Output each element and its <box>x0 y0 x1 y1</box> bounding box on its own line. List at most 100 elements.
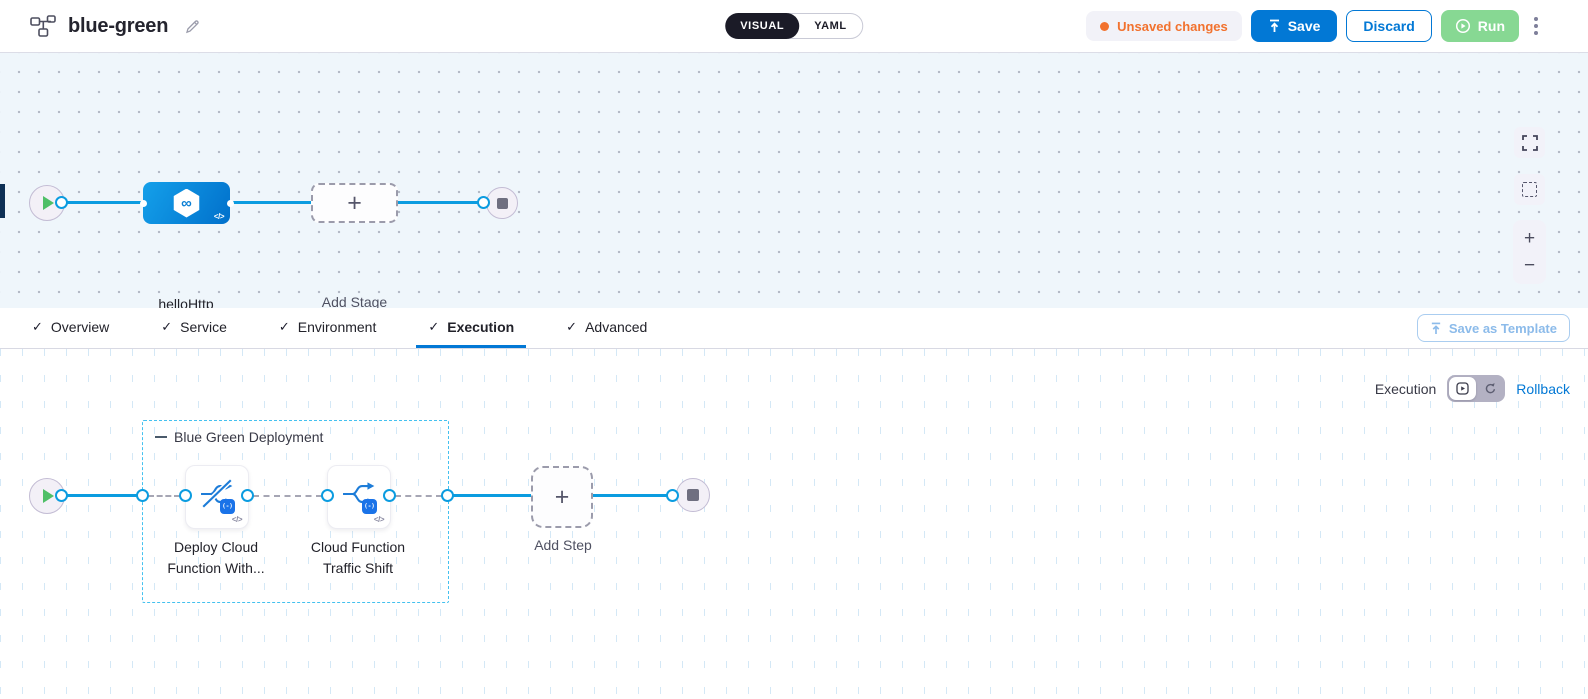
run-label: Run <box>1477 18 1505 34</box>
step-node-traffic-shift[interactable]: (-) </> <box>327 465 391 529</box>
save-button[interactable]: Save <box>1250 10 1338 42</box>
tab-label: Overview <box>50 318 110 335</box>
stage-icon-glyph: ∞ <box>181 194 192 212</box>
gcf-badge-icon: (-) <box>362 499 377 514</box>
visual-yaml-toggle: VISUAL YAML <box>725 13 863 39</box>
stage-canvas[interactable]: ∞ </> helloHttp + Add Stage + − <box>0 53 1588 308</box>
group-collapse-dash-icon[interactable] <box>155 436 167 438</box>
stage-group-name: Blue Green Deployment <box>174 429 324 445</box>
step-name-label: Cloud Function Traffic Shift <box>310 539 406 576</box>
step-node-deploy-cloud-function[interactable]: (-) </> <box>185 465 249 529</box>
step-code-icon: </> <box>231 515 243 524</box>
connection-point[interactable] <box>477 196 490 209</box>
rollback-mode-segment[interactable] <box>1476 375 1505 402</box>
rollback-link[interactable]: Rollback <box>1516 380 1570 397</box>
connector-dashed-line <box>148 495 180 497</box>
stop-square-icon <box>496 197 508 209</box>
connector-line <box>63 201 143 204</box>
tab-label: Service <box>180 318 227 335</box>
pipeline-end-node[interactable] <box>486 187 518 219</box>
tab-label: Advanced <box>585 318 648 335</box>
custom-stage-icon: ∞ <box>173 188 200 218</box>
zoom-in-button[interactable]: + <box>1523 227 1536 249</box>
start-play-icon <box>43 196 54 210</box>
left-edge-indicator <box>0 184 5 218</box>
stage-left-port <box>139 199 147 207</box>
add-step-button[interactable]: + <box>531 466 593 528</box>
connector-dashed-line <box>253 495 322 497</box>
add-stage-label: Add Stage <box>321 294 388 308</box>
marquee-icon <box>1522 182 1537 197</box>
stage-name-label: helloHttp <box>158 296 214 308</box>
start-play-icon <box>43 489 54 503</box>
connection-point[interactable] <box>241 489 254 502</box>
tab-overview[interactable]: ✓ Overview <box>20 308 121 348</box>
step-code-icon: </> <box>373 515 385 524</box>
connector-line <box>593 494 672 497</box>
execution-end-node[interactable] <box>676 478 710 512</box>
connection-point[interactable] <box>55 196 68 209</box>
execution-rollback-toggle <box>1447 375 1506 402</box>
connection-point[interactable] <box>666 489 679 502</box>
add-step-label: Add Step <box>534 537 592 553</box>
stage-code-icon: </> <box>213 212 225 221</box>
connector-dashed-line <box>395 495 442 497</box>
run-button[interactable]: Run <box>1440 10 1519 42</box>
fullscreen-icon <box>1521 134 1538 151</box>
stage-tabbar: ✓ Overview ✓ Service ✓ Environment ✓ Exe… <box>0 308 1588 349</box>
run-play-icon <box>1455 18 1471 34</box>
add-stage-button[interactable]: + <box>311 183 398 223</box>
discard-button[interactable]: Discard <box>1346 10 1432 42</box>
rollback-mode-icon <box>1486 383 1496 394</box>
tab-advanced[interactable]: ✓ Advanced <box>554 308 659 348</box>
toggle-visual[interactable]: VISUAL <box>725 13 800 39</box>
check-icon: ✓ <box>278 318 290 334</box>
save-as-template-button[interactable]: Save as Template <box>1416 314 1570 342</box>
pipeline-studio-header: blue-green VISUAL YAML Unsaved changes S… <box>0 0 1588 53</box>
marquee-select-button[interactable] <box>1514 174 1545 205</box>
check-icon: ✓ <box>32 318 43 334</box>
save-as-template-label: Save as Template <box>1448 320 1557 336</box>
stage-group-blue-green[interactable] <box>142 420 449 603</box>
execution-mode-label: Execution <box>1374 380 1437 397</box>
fullscreen-button[interactable] <box>1514 127 1545 158</box>
save-label: Save <box>1287 18 1321 34</box>
execution-mode-segment[interactable] <box>1449 377 1477 400</box>
stage-right-port <box>226 199 234 207</box>
connection-point[interactable] <box>136 489 149 502</box>
connection-point[interactable] <box>383 489 396 502</box>
tab-environment[interactable]: ✓ Environment <box>267 308 389 348</box>
edit-title-icon[interactable] <box>184 18 201 35</box>
page-title: blue-green <box>68 14 169 37</box>
discard-label: Discard <box>1363 18 1415 34</box>
check-icon: ✓ <box>566 318 578 334</box>
connection-point[interactable] <box>55 489 68 502</box>
connection-point[interactable] <box>321 489 334 502</box>
more-options-kebab-icon[interactable] <box>1528 13 1544 39</box>
execution-mode-icon <box>1456 382 1469 395</box>
connection-point[interactable] <box>441 489 454 502</box>
upload-icon <box>1430 322 1442 335</box>
tab-label: Environment <box>297 318 377 335</box>
tab-execution[interactable]: ✓ Execution <box>416 308 527 348</box>
unsaved-dot-icon <box>1100 21 1110 31</box>
zoom-out-button[interactable]: − <box>1523 255 1536 277</box>
plus-icon: + <box>347 188 362 217</box>
unsaved-changes-label: Unsaved changes <box>1117 18 1228 34</box>
check-icon: ✓ <box>428 318 440 334</box>
plus-icon: + <box>554 482 570 511</box>
zoom-controls: + − <box>1513 220 1546 284</box>
pipeline-icon <box>30 15 56 37</box>
tab-label: Execution <box>447 318 515 335</box>
connector-line <box>398 201 479 204</box>
stop-square-icon <box>687 489 699 501</box>
stage-group-header: Blue Green Deployment <box>155 429 323 445</box>
upload-icon <box>1268 19 1281 33</box>
toggle-yaml[interactable]: YAML <box>814 20 847 32</box>
connector-line <box>63 494 143 497</box>
step-name-label: Deploy Cloud Function With... <box>167 539 265 576</box>
execution-canvas[interactable]: Execution Rollback Blue Green Deployment <box>0 349 1588 699</box>
stage-node-hellohttp[interactable]: ∞ </> <box>139 182 234 224</box>
tab-service[interactable]: ✓ Service <box>149 308 239 348</box>
connection-point[interactable] <box>179 489 192 502</box>
